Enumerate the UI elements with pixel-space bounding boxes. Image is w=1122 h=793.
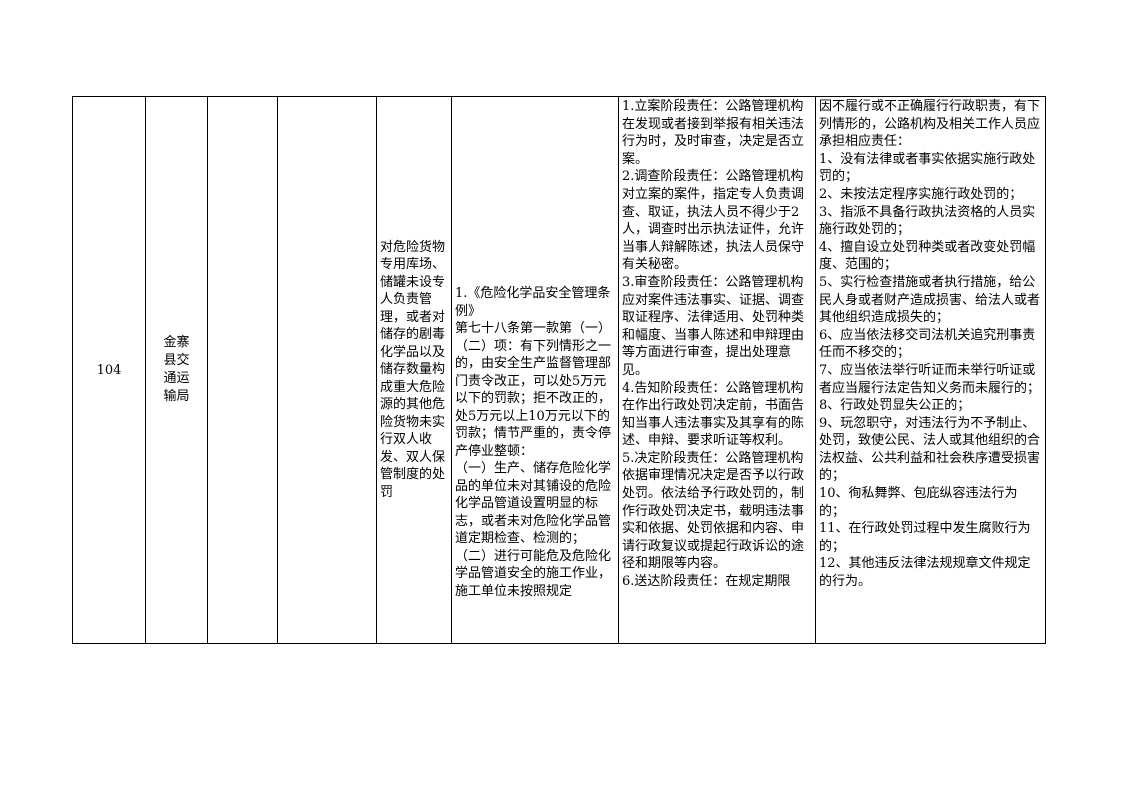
cell-liability[interactable]: 因不履行或不正确履行行政职责，有下列情形的，公路机构及相关工作人员应承担相应责任… xyxy=(816,97,1045,643)
basis-text: 1.《危险化学品安全管理条例》 第七十八条第一款第（一）（二）项：有下列情形之一… xyxy=(455,97,615,600)
liab-line: 因不履行或不正确履行行政职责，有下列情形的，公路机构及相关工作人员应承担相应责任… xyxy=(819,99,1041,150)
cell-basis[interactable]: 1.《危险化学品安全管理条例》 第七十八条第一款第（一）（二）项：有下列情形之一… xyxy=(452,97,618,643)
resp-line: 1.立案阶段责任：公路管理机构在发现或者接到举报有相关违法行为时，及时审查，决定… xyxy=(622,99,805,167)
col-border-4 xyxy=(376,96,377,644)
liab-line: 9、玩忽职守，对违法行为不予制止、处罚，致使公民、法人或其他组织的合法权益、公共… xyxy=(819,415,1041,484)
col-border-8 xyxy=(1045,96,1046,644)
liab-line: 8、行政处罚显失公正的； xyxy=(819,398,971,414)
col-border-6 xyxy=(618,96,619,644)
liab-line: 10、徇私舞弊、包庇纵容违法行为的； xyxy=(819,486,1018,519)
col-border-5 xyxy=(451,96,452,644)
col-border-7 xyxy=(815,96,816,644)
liab-line: 7、应当依法举行听证而未举行听证或者应当履行法定告知义务而未履行的； xyxy=(819,362,1041,396)
resp-line: 4.告知阶段责任：公路管理机构在作出行政处罚决定前，书面告知当事人违法事实及其享… xyxy=(622,380,805,449)
basis-line: 1.《危险化学品安全管理条例》 xyxy=(455,286,611,319)
basis-line: （一）生产、储存危险化学品的单位未对其铺设的危险化学品管道设置明显的标志，或者未… xyxy=(455,461,612,546)
basis-line: （二）进行可能危及危险化学品管道安全的施工作业，施工单位未按照规定 xyxy=(455,548,612,599)
col-border-0 xyxy=(72,96,73,644)
cell-empty-1[interactable] xyxy=(208,97,277,643)
resp-line: 2.调查阶段责任：公路管理机构对立案的案件，指定专人负责调查、取证，执法人员不得… xyxy=(622,169,805,273)
cell-department[interactable]: 金寨县交通运输局 xyxy=(146,97,207,643)
cell-empty-2[interactable] xyxy=(278,97,376,643)
table-bottom-border xyxy=(72,643,1046,644)
col-border-3 xyxy=(277,96,278,644)
resp-line: 3.审查阶段责任：公路管理机构应对案件违法事实、证据、调查取证程序、法律适用、处… xyxy=(622,274,805,378)
liab-line: 2、未按法定程序实施行政处罚的； xyxy=(819,186,1023,202)
liab-line: 12、其他违反法律法规规章文件规定的行为。 xyxy=(819,556,1031,590)
liab-line: 6、应当依法移交司法机关追究刑事责任而不移交的； xyxy=(819,327,1036,361)
seq-number: 104 xyxy=(96,362,122,378)
cell-responsibility[interactable]: 1.立案阶段责任：公路管理机构在发现或者接到举报有相关违法行为时，及时审查，决定… xyxy=(619,97,815,643)
cell-seq[interactable]: 104 xyxy=(73,97,145,643)
cell-item[interactable]: 对危险货物专用库场、储罐未设专人负责管理，或者对储存的剧毒化学品以及储存数量构成… xyxy=(377,97,451,643)
resp-line: 6.送达阶段责任：在规定期限 xyxy=(622,574,791,590)
liab-line: 1、没有法律或者事实依据实施行政处罚的； xyxy=(819,151,1036,185)
department-name: 金寨县交通运输局 xyxy=(163,335,190,404)
liab-line: 5、实行检查措施或者执行措施，给公民人身或者财产造成损害、给法人或者其他组织造成… xyxy=(819,274,1041,326)
col-border-1 xyxy=(145,96,146,644)
liab-line: 11、在行政处罚过程中发生腐败行为的； xyxy=(819,521,1031,554)
col-border-2 xyxy=(207,96,208,644)
item-text: 对危险货物专用库场、储罐未设专人负责管理，或者对储存的剧毒化学品以及储存数量构成… xyxy=(380,239,446,500)
table-top-border xyxy=(72,96,1046,97)
resp-line: 5.决定阶段责任：公路管理机构依据审理情况决定是否予以行政处罚。依法给予行政处罚… xyxy=(622,450,805,572)
liab-line: 4、擅自设立处罚种类或者改变处罚幅度、范围的； xyxy=(819,239,1036,273)
liab-line: 3、指派不具备行政执法资格的人员实施行政处罚的； xyxy=(819,204,1036,238)
basis-line: 第七十八条第一款第（一）（二）项：有下列情形之一的，由安全生产监督管理部门责令改… xyxy=(455,321,612,459)
